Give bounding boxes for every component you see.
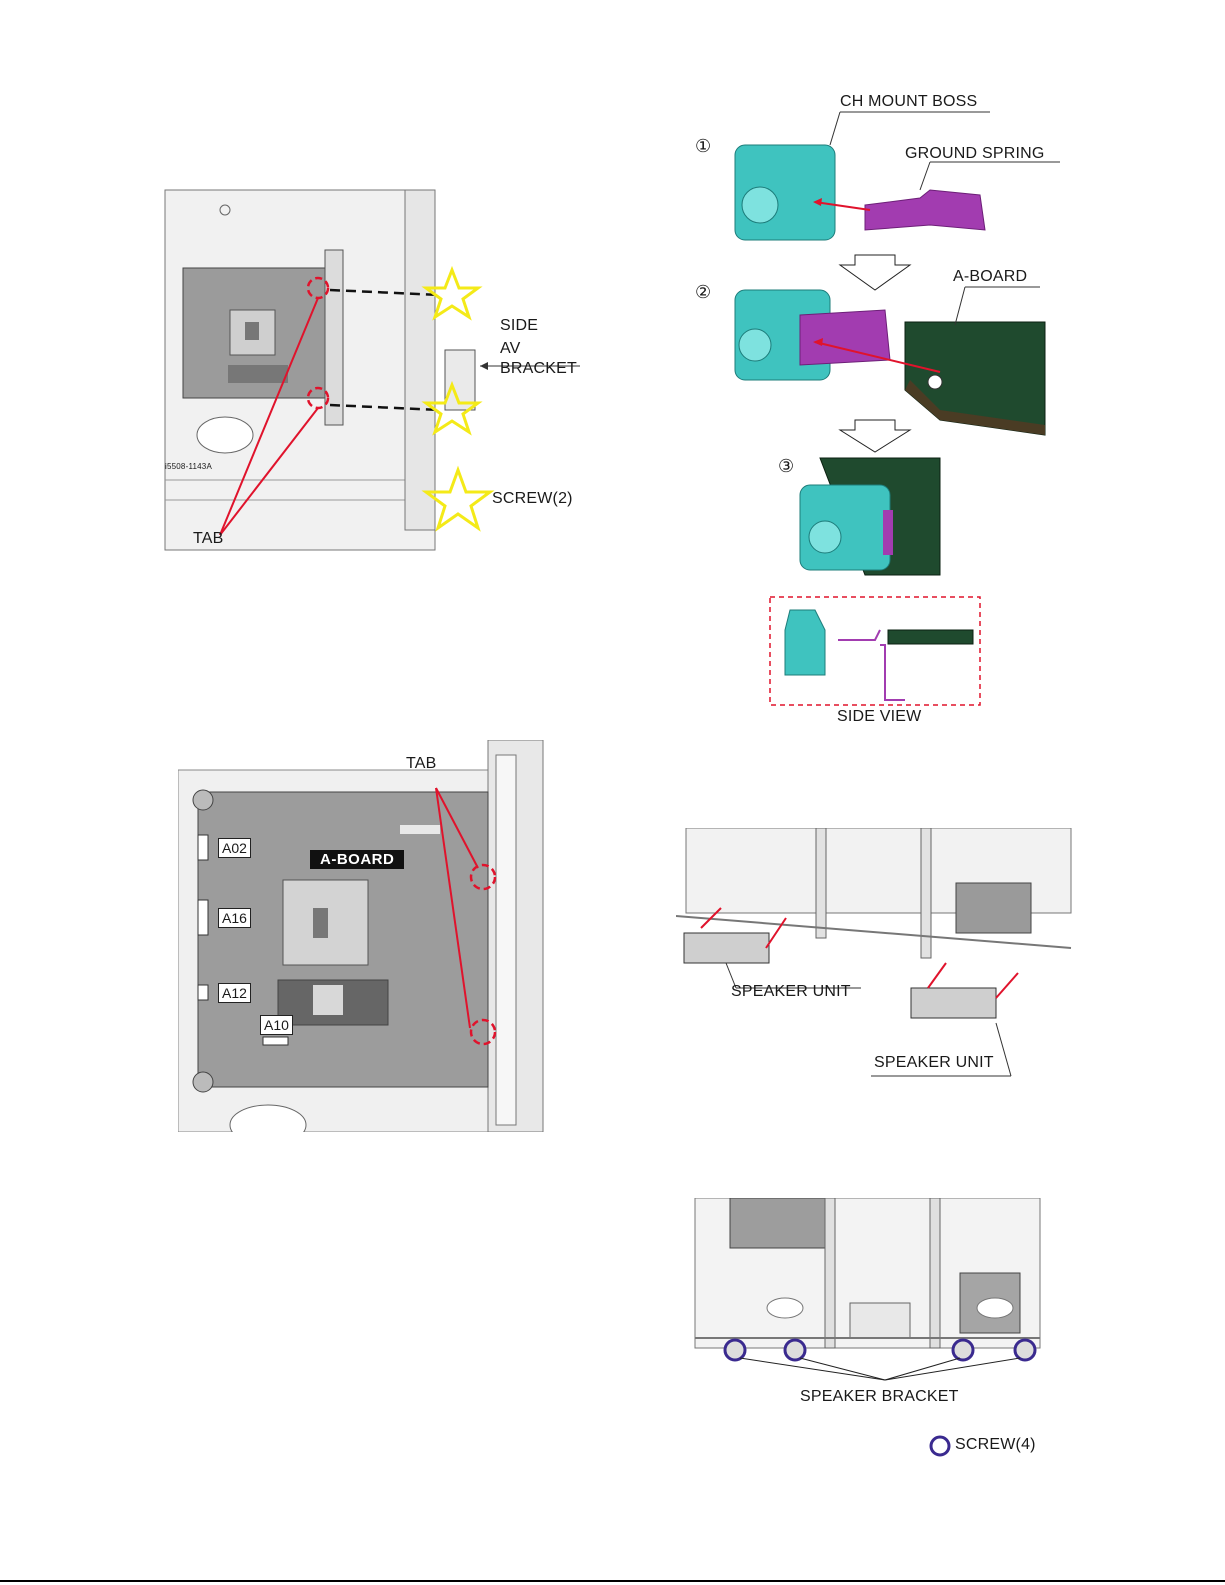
speaker-unit-label-2: SPEAKER UNIT xyxy=(874,1054,994,1072)
step-3-marker: ③ xyxy=(778,456,794,477)
speaker-unit-label-1: SPEAKER UNIT xyxy=(731,983,851,1001)
screw-4-label: SCREW(4) xyxy=(955,1436,1036,1454)
a-board-drawing xyxy=(178,740,548,1132)
speaker-bracket-label: SPEAKER BRACKET xyxy=(800,1388,959,1406)
ground-spring-drawing xyxy=(690,90,1080,730)
a-board-label: A-BOARD xyxy=(953,268,1027,286)
figure-a-board: TAB A-BOARD A02 A16 A12 A10 xyxy=(178,740,548,1132)
figure-ground-spring: ① ② ③ CH MOUNT BOSS GROUND SPRING A-BOAR… xyxy=(690,90,1080,730)
step-2-marker: ② xyxy=(695,282,711,303)
figure-speaker-unit: SPEAKER UNIT SPEAKER UNIT xyxy=(676,828,1076,1083)
step-1-marker: ① xyxy=(695,136,711,157)
speaker-bracket-drawing xyxy=(690,1198,1075,1466)
figure-side-av-bracket: SIDE AV BRACKET SCREW(2) TAB i5508-1143A xyxy=(150,180,590,560)
board-code: i5508-1143A xyxy=(165,462,212,471)
speaker-unit-drawing xyxy=(676,828,1076,1083)
side-av-label-line3: BRACKET xyxy=(500,360,577,378)
side-av-label-line1: SIDE xyxy=(500,317,538,335)
tab-label: TAB xyxy=(193,530,224,548)
connector-a12: A12 xyxy=(218,983,251,1003)
ground-spring-label: GROUND SPRING xyxy=(905,145,1045,163)
figure-speaker-bracket: SPEAKER BRACKET SCREW(4) xyxy=(690,1198,1075,1466)
connector-a02: A02 xyxy=(218,838,251,858)
connector-a10: A10 xyxy=(260,1015,293,1035)
side-view-label: SIDE VIEW xyxy=(837,708,921,726)
footer-rule xyxy=(0,1580,1225,1582)
connector-a16: A16 xyxy=(218,908,251,928)
a-board-badge: A-BOARD xyxy=(310,850,404,869)
tab-label: TAB xyxy=(406,755,437,773)
side-av-label-line2: AV xyxy=(500,340,521,358)
screw-2-label: SCREW(2) xyxy=(492,490,573,508)
ch-mount-boss-label: CH MOUNT BOSS xyxy=(840,93,977,111)
